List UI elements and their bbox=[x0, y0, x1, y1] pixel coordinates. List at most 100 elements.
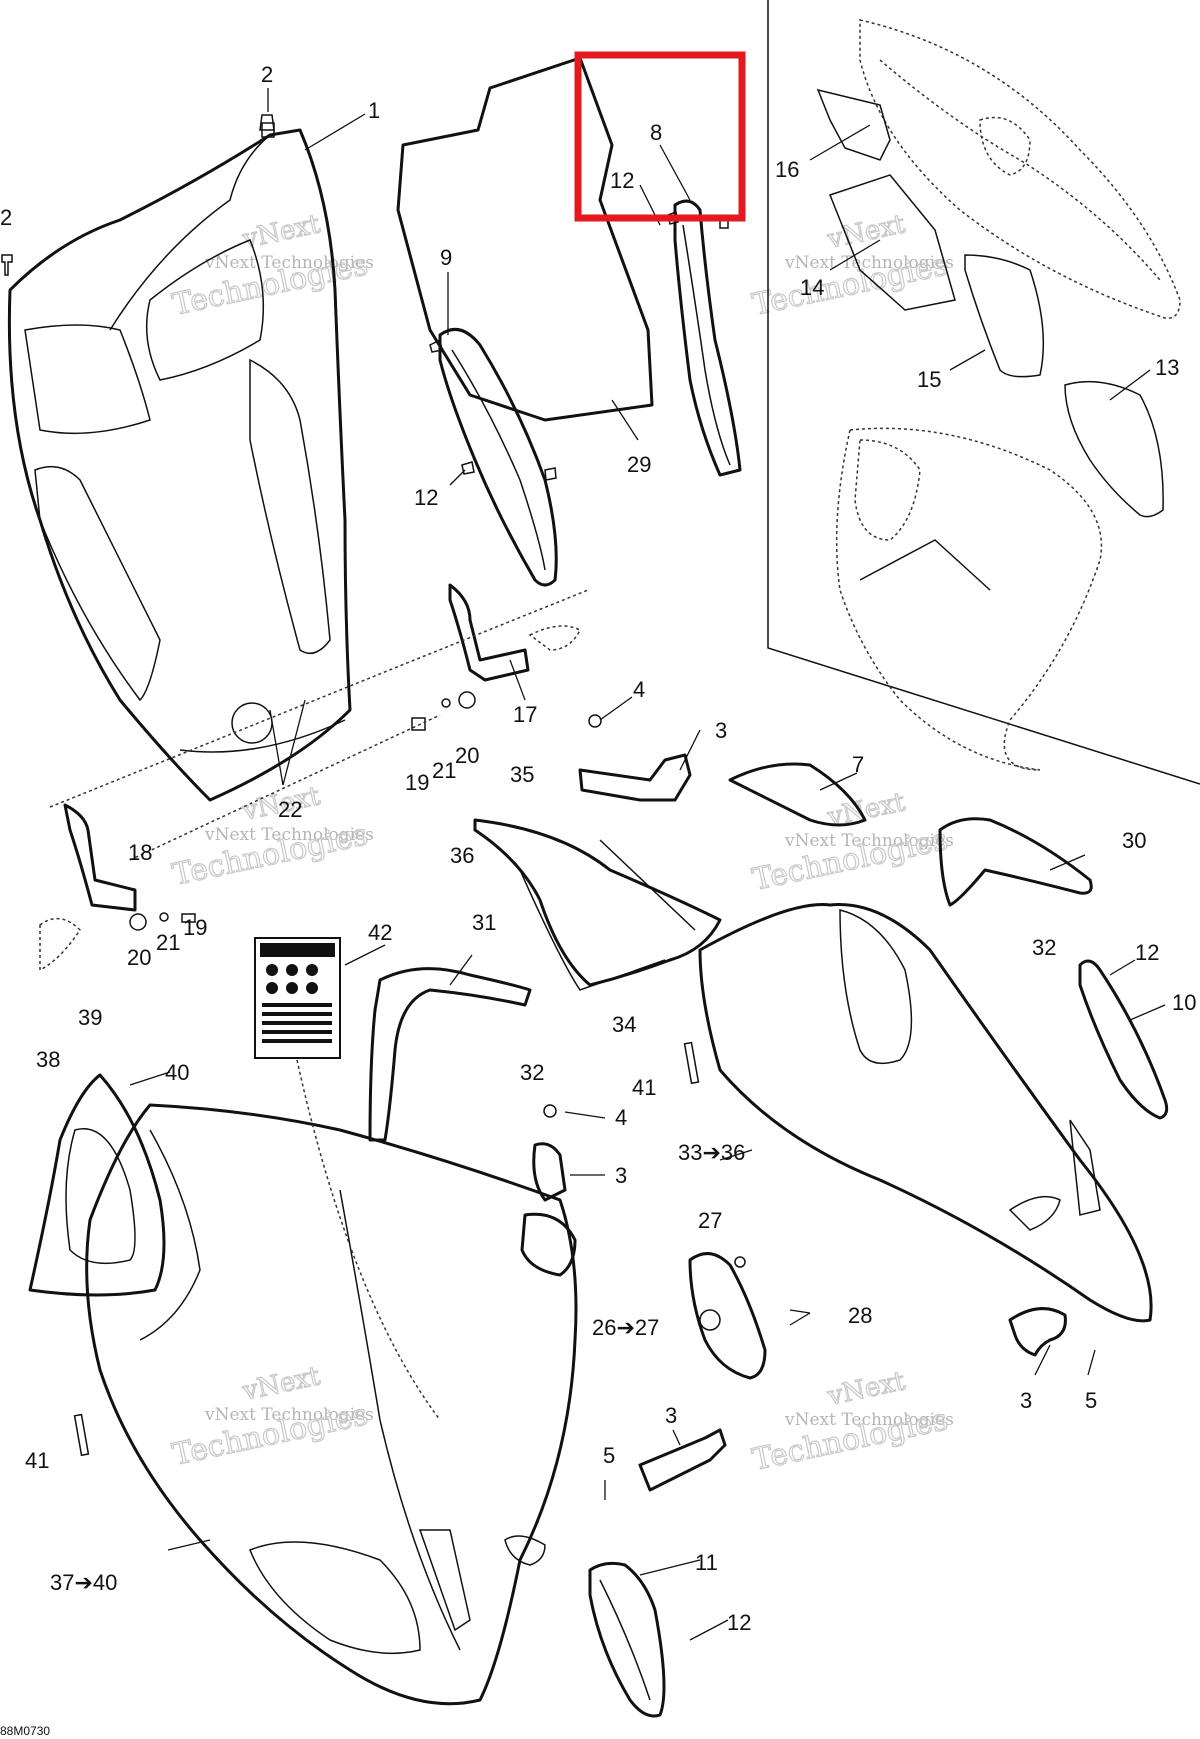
callout-15: 15 bbox=[917, 367, 941, 392]
callout-10: 10 bbox=[1172, 990, 1196, 1015]
part-37-lower-cowl bbox=[85, 1103, 578, 1706]
part-7-trim bbox=[728, 762, 867, 827]
callout-9: 9 bbox=[440, 245, 452, 270]
part-17-bracket bbox=[448, 583, 582, 682]
part-1-front-cowl bbox=[7, 122, 352, 802]
callout-17: 17 bbox=[513, 702, 537, 727]
watermark-line1: vNext bbox=[824, 1366, 908, 1412]
watermark-company: vNext Technologies bbox=[204, 1405, 374, 1425]
watermark-mid-left: vNext Technologies vNext Technologies bbox=[169, 781, 374, 894]
watermark-line1: vNext bbox=[239, 1361, 323, 1407]
hardware-19-20-21-left bbox=[129, 912, 196, 931]
callout-39: 39 bbox=[78, 1005, 102, 1030]
callout-3: 3 bbox=[1020, 1388, 1032, 1413]
part-2-clip-top bbox=[259, 114, 275, 131]
part-8-side-trim bbox=[667, 199, 742, 477]
assembly-line-left bbox=[49, 589, 589, 808]
callout-37-40: 37➔40 bbox=[50, 1570, 117, 1595]
callout-12: 12 bbox=[610, 168, 634, 193]
callout-27: 27 bbox=[698, 1208, 722, 1233]
callout-12: 12 bbox=[414, 485, 438, 510]
callout-labels: 1 2 2 8 12 9 12 29 16 14 15 13 17 19 21 … bbox=[0, 62, 1196, 1738]
part-11-trim bbox=[588, 1561, 666, 1718]
part-9-vent-frame bbox=[429, 327, 558, 587]
callout-30: 30 bbox=[1122, 828, 1146, 853]
part-41-strip-upper bbox=[683, 1041, 700, 1085]
callout-12: 12 bbox=[727, 1610, 751, 1635]
part-10-trim bbox=[1078, 959, 1169, 1120]
watermark-bottom-left: vNext Technologies vNext Technologies bbox=[169, 1361, 374, 1474]
part-29-grid-mat bbox=[396, 56, 654, 422]
watermark-bottom-right: vNext Technologies vNext Technologies bbox=[749, 1366, 954, 1479]
callout-3: 3 bbox=[615, 1163, 627, 1188]
part-3-handle-mid bbox=[520, 1104, 577, 1277]
part-34-inner-panel bbox=[473, 818, 722, 991]
callout-36: 36 bbox=[450, 843, 474, 868]
callout-26-27: 26➔27 bbox=[592, 1315, 659, 1340]
diagram-reference-code: 88M0730 bbox=[0, 1724, 50, 1738]
inset-frame bbox=[767, 0, 1200, 785]
callout-40: 40 bbox=[165, 1060, 189, 1085]
callout-21: 21 bbox=[156, 930, 180, 955]
part-38-vent-frame bbox=[28, 1073, 166, 1297]
callout-33-36: 33➔36 bbox=[678, 1140, 745, 1165]
callout-18: 18 bbox=[128, 840, 152, 865]
callout-12: 12 bbox=[1135, 940, 1159, 965]
callout-32: 32 bbox=[1032, 935, 1056, 960]
callout-22: 22 bbox=[278, 797, 302, 822]
part-41-strip-lower bbox=[73, 1413, 90, 1457]
watermark-group: vNext Technologies vNext Technologies vN… bbox=[169, 209, 954, 1479]
callout-41: 41 bbox=[632, 1075, 656, 1100]
callout-2: 2 bbox=[0, 205, 12, 230]
hardware-19-20-21-top bbox=[411, 691, 476, 731]
part-42-warning-label bbox=[254, 937, 341, 1059]
callout-19: 19 bbox=[183, 915, 207, 940]
callout-5: 5 bbox=[1085, 1388, 1097, 1413]
callout-7: 7 bbox=[852, 752, 864, 777]
callout-3: 3 bbox=[665, 1403, 677, 1428]
callout-5: 5 bbox=[603, 1443, 615, 1468]
callout-29: 29 bbox=[627, 452, 651, 477]
part-33-side-panel bbox=[698, 903, 1153, 1323]
callout-41: 41 bbox=[25, 1448, 49, 1473]
watermark-company: vNext Technologies bbox=[784, 253, 954, 273]
part-31-trim-strip bbox=[368, 967, 532, 1142]
part-18-bracket bbox=[39, 803, 137, 972]
callout-4: 4 bbox=[615, 1105, 627, 1130]
callout-38: 38 bbox=[36, 1047, 60, 1072]
callout-31: 31 bbox=[472, 910, 496, 935]
part-30-cover bbox=[938, 817, 1093, 907]
callout-42: 42 bbox=[368, 920, 392, 945]
inset-parts bbox=[816, 19, 1181, 771]
callout-20: 20 bbox=[127, 945, 151, 970]
part-26-bracket bbox=[688, 1252, 767, 1380]
callout-8: 8 bbox=[650, 120, 662, 145]
callout-19: 19 bbox=[405, 770, 429, 795]
leader-lines bbox=[129, 88, 1166, 1641]
part-3-handle-top bbox=[578, 714, 692, 802]
callout-1: 1 bbox=[368, 98, 380, 123]
callout-20: 20 bbox=[455, 743, 479, 768]
callout-28: 28 bbox=[848, 1303, 872, 1328]
callout-4: 4 bbox=[633, 677, 645, 702]
callout-13: 13 bbox=[1155, 355, 1179, 380]
watermark-company: vNext Technologies bbox=[784, 831, 954, 851]
callout-32: 32 bbox=[520, 1060, 544, 1085]
watermark-top-left: vNext Technologies vNext Technologies bbox=[169, 209, 374, 324]
callout-2: 2 bbox=[261, 62, 273, 87]
callout-3: 3 bbox=[715, 718, 727, 743]
callout-14: 14 bbox=[800, 275, 824, 300]
watermark-line1: vNext bbox=[239, 209, 323, 255]
part-3-handle-right bbox=[1008, 1307, 1067, 1357]
watermark-company: vNext Technologies bbox=[204, 825, 374, 845]
callout-16: 16 bbox=[775, 157, 799, 182]
callout-35: 35 bbox=[510, 762, 534, 787]
assembly-line-label bbox=[296, 1059, 441, 1421]
part-2-clip-left bbox=[1, 254, 13, 276]
part-3-handle-bottom bbox=[504, 1428, 727, 1566]
callout-11: 11 bbox=[695, 1550, 718, 1575]
callout-34: 34 bbox=[612, 1012, 636, 1037]
callout-21: 21 bbox=[432, 758, 456, 783]
watermark-company: vNext Technologies bbox=[784, 1410, 954, 1430]
